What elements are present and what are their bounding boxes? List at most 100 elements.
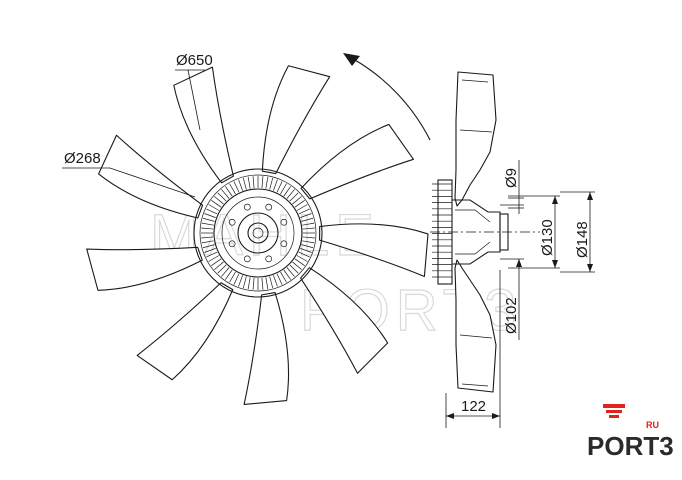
mounting-hole [265,255,273,263]
fan-side-view: Ø9 Ø130 Ø148 Ø102 122 [430,71,595,428]
rotation-arrowhead [343,53,360,66]
clutch-fin [211,258,222,266]
clutch-fin [201,227,214,230]
flange-diameter-label: Ø130 [539,219,556,256]
clutch-fin [229,271,236,283]
clutch-fin [242,177,247,190]
clutch-fin [283,186,291,197]
mounting-holes [228,203,288,263]
hub-outer-ring [193,168,323,298]
clutch-fin [300,248,312,253]
clutch-fin [206,251,218,258]
clutch-fin [294,258,305,266]
mounting-hole [280,218,288,226]
clutch-fin [225,186,233,197]
clutch-fin [225,269,233,280]
mounting-hole [243,255,251,263]
clutch-fin [204,248,216,253]
center-bore [247,222,269,244]
clutch-fin [269,177,274,190]
side-blade-lower [454,259,497,393]
clutch-fin [252,176,255,189]
clutch-fin [302,240,315,244]
clutch-fin [202,217,215,222]
fan-blade [300,123,414,200]
fan-blades [86,65,429,405]
clutch-fin [280,183,287,195]
clutch-fin [247,176,251,189]
clutch-fin [292,196,302,205]
fan-blade [319,223,429,278]
clutch-fin [276,273,283,285]
clutch-fin [273,275,278,287]
hub-ring-2 [199,174,317,292]
clutch-fin [221,267,230,277]
clutch-fin [302,227,315,230]
hub-diameter-leader [62,167,196,198]
mounting-hole [228,218,236,226]
mounting-hole [280,240,288,248]
fan-blade [98,134,204,219]
clutch-fin [286,267,295,277]
hub-diameter-label: Ø268 [64,150,101,167]
clutch-fin [289,264,299,274]
logo-suffix: RU [646,420,659,430]
clutch-fin [238,275,243,287]
clutch-fin [294,200,305,208]
clutch-fin [206,208,218,215]
logo-text: PORT3 [587,431,674,461]
clutch-fin [208,204,220,211]
clutch-fin [286,189,295,199]
clutch-fin [280,271,287,283]
clutch-fin [214,196,224,205]
clutch-fin [298,208,310,215]
clutch-fin [302,222,315,226]
fan-blade [300,267,389,374]
clutch-fin [214,261,224,270]
clutch-fin [238,179,243,191]
clutch-fin [233,181,240,193]
fan-blade [243,292,290,405]
clutch-fin [201,222,214,226]
clutch-fin [242,276,247,289]
clutch-fin [252,277,255,290]
bolt-hole-label: Ø9 [503,168,520,188]
clutch-fin [208,255,220,262]
clutch-fin [298,251,310,258]
mounting-hole [228,240,236,248]
mounting-hole [243,203,251,211]
rotation-arrow [354,59,431,141]
clutch-fin [261,176,264,189]
fan-blade [261,65,331,175]
clutch-fin [204,213,216,218]
clutch-fin [296,204,308,211]
clutch-fin [269,276,274,289]
clutch-side-fins [432,183,452,278]
clutch-fin [300,213,312,218]
port3-logo: RU PORT3 [587,404,674,461]
center-flange [237,212,279,254]
mounting-hole [265,203,273,211]
side-blade-upper [454,71,497,207]
clutch-fin [289,192,299,202]
center-bore-inner [252,227,264,239]
clutch-fin [202,244,215,249]
clutch-fin [283,269,291,280]
clutch-fin [201,240,214,244]
clutch-fin [247,277,251,290]
flange-diameter-2-label: Ø148 [574,221,591,258]
clutch-inner-ring [221,196,295,270]
clutch-fin [276,181,283,193]
fan-blade [173,66,234,184]
clutch-fin [302,236,315,239]
clutch-fin [211,200,222,208]
clutch-fin [292,261,302,270]
clutch-fin [301,217,314,222]
clutch-body [213,188,303,278]
fan-blade [86,246,203,291]
fan-blade [136,282,234,381]
clutch-fin [201,236,214,239]
fan-front-view: Ø650 Ø268 [62,52,431,405]
clutch-fins [201,176,315,290]
